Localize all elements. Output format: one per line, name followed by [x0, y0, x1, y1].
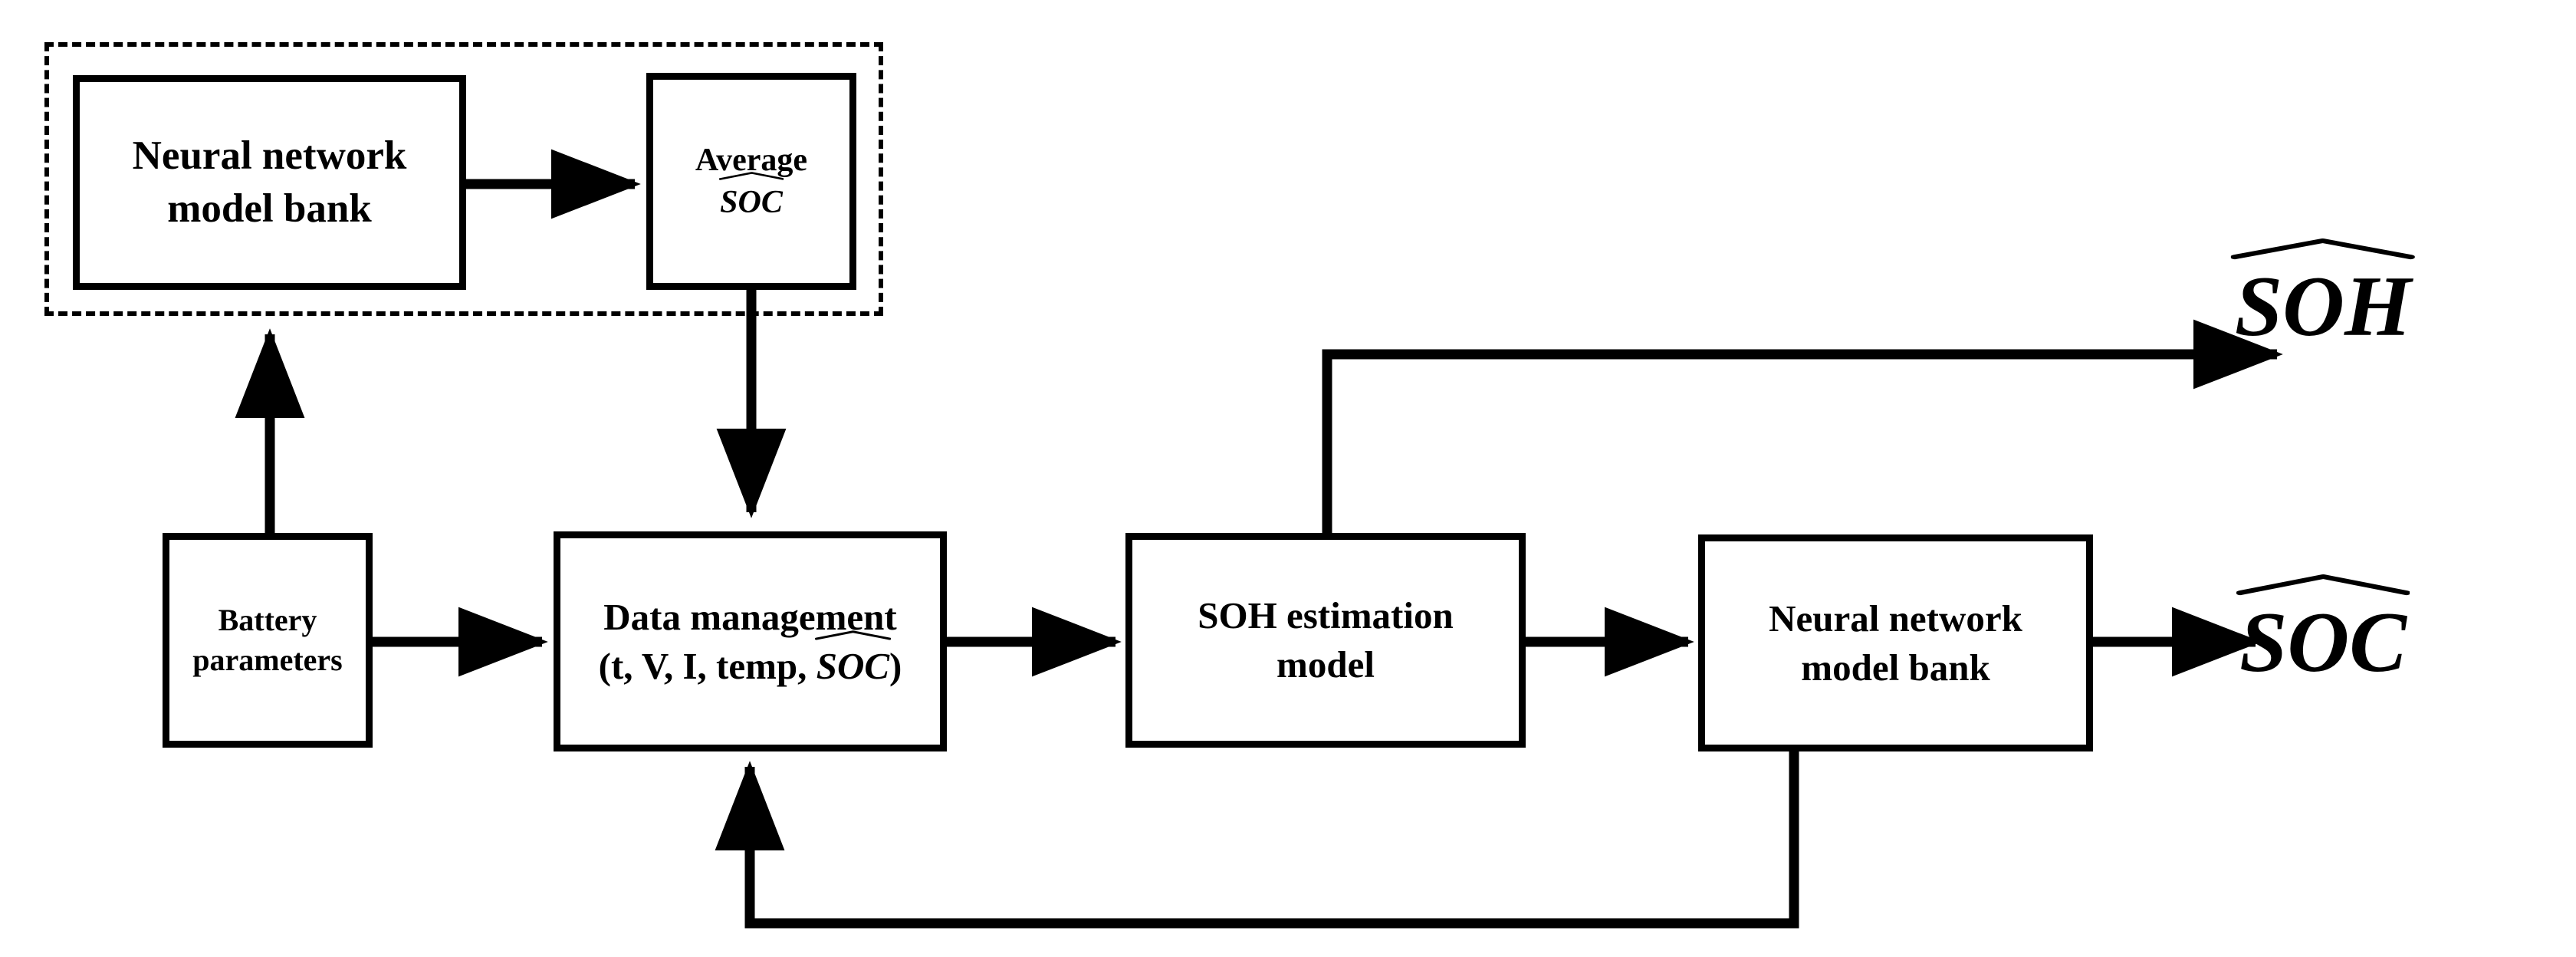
node-data-mgmt-line2-symbol: SOC	[816, 644, 890, 687]
node-neural-network-model-bank-top[interactable]: Neural network model bank	[73, 75, 466, 290]
node-data-mgmt-line2: (t, V, I, temp, SOC)	[598, 630, 902, 691]
edge-soh-model-to-soh-out	[1322, 319, 2283, 533]
node-nn-bottom-line1: Neural network	[1769, 597, 2022, 640]
output-label-soc-symbol: SOC	[2239, 595, 2407, 690]
node-soh-model-line2: model	[1276, 643, 1375, 686]
soc-estimator-group-boundary	[44, 42, 883, 316]
node-data-mgmt-line2-prefix: (t, V, I, temp,	[598, 644, 816, 687]
output-label-soh-symbol: SOH	[2234, 259, 2412, 354]
output-label-soc: SOC	[2236, 574, 2410, 686]
node-soh-estimation-model[interactable]: SOH estimation model	[1125, 533, 1526, 748]
node-battery-parameters[interactable]: Battery parameters	[163, 533, 373, 748]
node-neural-network-model-bank-bottom[interactable]: Neural network model bank	[1698, 534, 2093, 751]
node-average-soc[interactable]: Average SOC	[646, 73, 856, 290]
node-nn-top-line2: model bank	[167, 186, 372, 231]
node-avg-soc-line1: Average	[695, 142, 808, 178]
node-nn-top-line1: Neural network	[132, 133, 407, 179]
node-soh-model-line1: SOH estimation	[1198, 594, 1454, 637]
node-data-mgmt-line2-suffix: )	[889, 644, 902, 687]
node-battery-line2: parameters	[192, 643, 343, 677]
node-data-mgmt-line1: Data management	[603, 595, 897, 638]
node-data-management[interactable]: Data management (t, V, I, temp, SOC)	[554, 531, 947, 751]
edge-nn-bottom-feedback-to-data-mgmt	[715, 751, 1799, 929]
node-nn-bottom-line2: model bank	[1801, 646, 1990, 689]
node-avg-soc-line2: SOC	[718, 172, 784, 224]
output-label-soh: SOH	[2231, 238, 2415, 350]
node-battery-line1: Battery	[218, 603, 317, 637]
node-avg-soc-symbol: SOC	[720, 184, 783, 220]
